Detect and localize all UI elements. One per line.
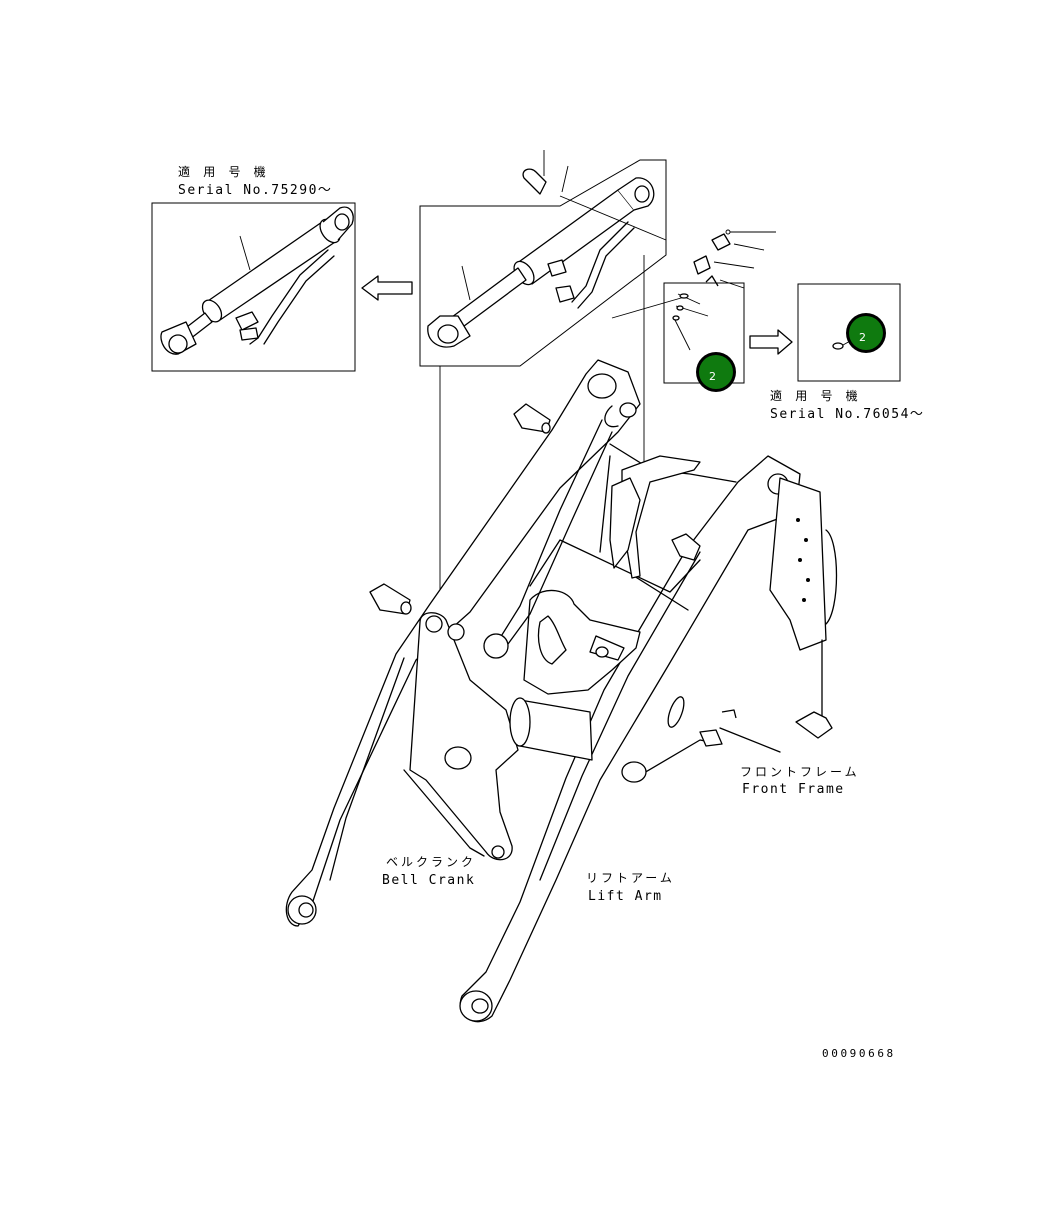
lift-arm-right[interactable] [459,455,801,1023]
callout-main[interactable]: 2 [696,352,736,392]
left-serial-label: Serial No.75290～ [178,183,332,198]
lift-arm-label: Lift Arm [588,889,663,904]
washer-part[interactable] [832,342,844,350]
fitting-stack[interactable] [611,229,776,319]
front-frame-jp-label: フロントフレーム [740,765,860,779]
left-serial-jp-label: 適 用 号 機 [178,164,269,179]
inset-cylinder-assembly [419,150,667,367]
old-cylinder-frame [151,202,356,372]
cylinder-inset-frame [419,159,667,367]
front-frame[interactable] [523,443,838,783]
cylinder-bracket[interactable] [609,455,701,579]
detail-frame-left [663,282,745,384]
bucket-cylinder[interactable] [427,177,655,348]
tilt-link[interactable] [483,419,613,659]
bell-crank-tube[interactable] [509,697,593,761]
hose-fitting-top[interactable] [522,150,667,241]
lift-arm-jp-label: リフトアーム [586,871,675,885]
bell-crank-label: Bell Crank [382,873,475,888]
right-serial-jp-label: 適 用 号 機 [770,388,861,403]
callout-detail[interactable]: 2 [846,313,886,353]
inset-old-serial: 適 用 号 機 Serial No.75290～ [151,164,356,372]
arrow-to-old-serial [361,275,413,301]
pin-upper[interactable] [513,403,551,434]
right-serial-label: Serial No.76054～ [770,407,924,422]
arrow-to-new-serial [749,329,793,355]
bell-crank[interactable] [403,612,519,861]
inset-new-serial: 2 適 用 号 機 Serial No.76054～ [770,283,924,422]
callout-main-fill [699,355,733,389]
old-cylinder[interactable] [160,206,354,355]
callout-detail-fill [849,316,883,350]
inset-detail-parts [663,282,745,384]
pin-frame[interactable] [671,533,701,561]
callout-main-number: 2 [709,370,716,383]
bell-crank-jp-label: ベルクランク [386,855,476,869]
pin-lower[interactable] [369,583,412,615]
new-serial-frame [797,283,901,382]
callout-detail-number: 2 [859,331,866,344]
front-frame-label: Front Frame [742,782,845,797]
main-assembly [285,359,838,1023]
drawing-code: 00090668 [822,1047,896,1060]
lift-arm-left[interactable] [285,359,641,927]
